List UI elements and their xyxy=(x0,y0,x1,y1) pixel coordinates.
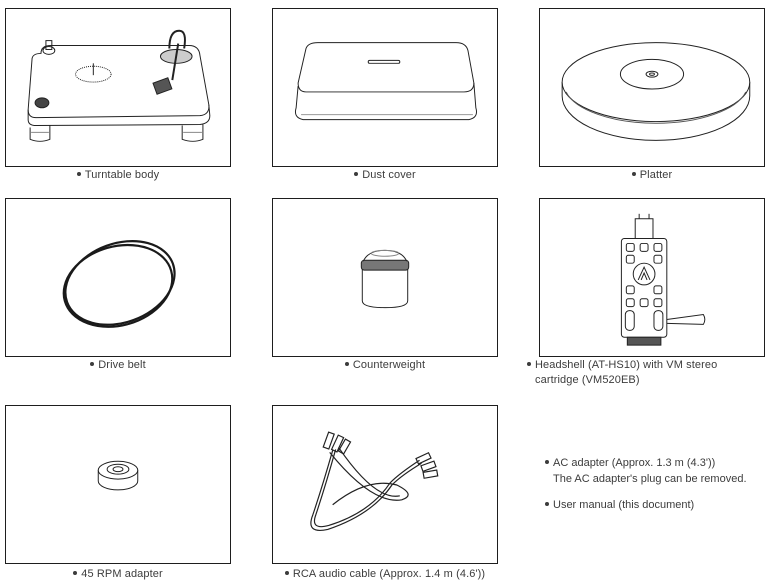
dust-cover-icon xyxy=(294,42,478,121)
note-text-line1: User manual (this document) xyxy=(553,499,695,511)
caption-text: Counterweight xyxy=(352,359,426,371)
counterweight-caption: Counterweight xyxy=(272,358,498,373)
45rpm-adapter-icon xyxy=(97,460,139,491)
counterweight-icon xyxy=(360,249,410,309)
bullet-icon xyxy=(73,571,78,576)
counterweight-figure xyxy=(272,198,498,357)
caption-text: Drive belt xyxy=(98,359,146,371)
bullet-icon xyxy=(284,571,289,576)
dust-cover-figure xyxy=(272,8,498,167)
rpm-adapter-caption: 45 RPM adapter xyxy=(5,567,231,582)
bullet-icon xyxy=(76,172,81,177)
bullet-icon xyxy=(354,172,359,177)
platter-figure xyxy=(539,8,765,167)
caption-text: Platter xyxy=(639,169,673,181)
headshell-caption: Headshell (AT-HS10) with VM stereo cartr… xyxy=(527,358,717,388)
note-text-line2: The AC adapter's plug can be removed. xyxy=(553,473,747,485)
turntable-body-caption: Turntable body xyxy=(5,168,231,183)
bullet-icon xyxy=(545,502,549,507)
caption-text: 45 RPM adapter xyxy=(81,568,163,580)
drive-belt-caption: Drive belt xyxy=(5,358,231,373)
drive-belt-figure xyxy=(5,198,231,357)
ac-adapter-note: AC adapter (Approx. 1.3 m (4.3')) The AC… xyxy=(545,455,747,487)
rpm-adapter-figure xyxy=(5,405,231,564)
bullet-icon xyxy=(90,362,95,367)
drive-belt-icon xyxy=(62,240,176,328)
headshell-figure xyxy=(539,198,765,357)
turntable-body-figure xyxy=(5,8,231,167)
bullet-icon xyxy=(631,172,636,177)
caption-text: Dust cover xyxy=(362,169,416,181)
headshell-icon xyxy=(620,213,706,346)
rca-cable-caption: RCA audio cable (Approx. 1.4 m (4.6')) xyxy=(262,567,508,582)
bullet-icon xyxy=(545,460,549,465)
caption-text-line1: Headshell (AT-HS10) with VM stereo xyxy=(535,359,718,371)
note-text-line1: AC adapter (Approx. 1.3 m (4.3')) xyxy=(553,457,716,469)
rca-cable-figure xyxy=(272,405,498,564)
caption-text-line2: cartridge (VM520EB) xyxy=(535,374,640,386)
user-manual-note: User manual (this document) xyxy=(545,497,694,513)
rca-cable-icon xyxy=(310,431,439,531)
bullet-icon xyxy=(344,362,349,367)
caption-text: RCA audio cable (Approx. 1.4 m (4.6')) xyxy=(292,568,486,580)
caption-text: Turntable body xyxy=(84,169,160,181)
platter-icon xyxy=(561,42,751,141)
bullet-icon xyxy=(527,362,531,367)
turntable-icon xyxy=(27,29,211,142)
dust-cover-caption: Dust cover xyxy=(272,168,498,183)
platter-caption: Platter xyxy=(539,168,765,183)
